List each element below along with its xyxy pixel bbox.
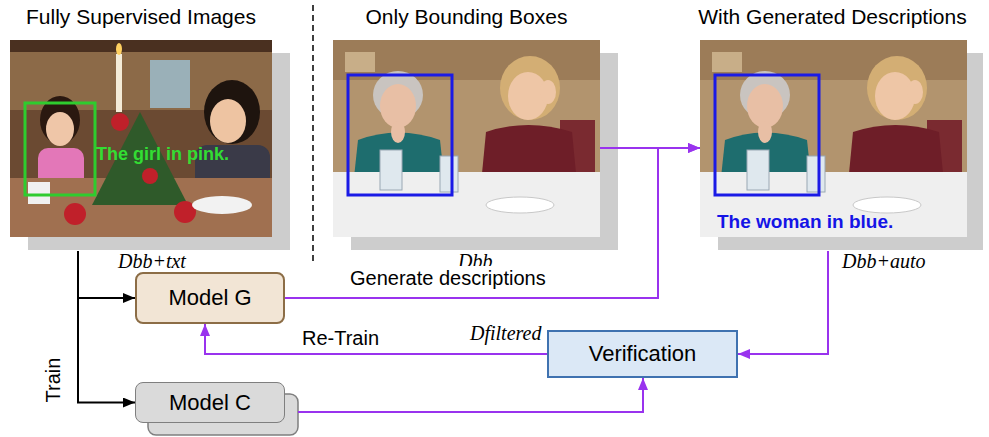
photo-detail <box>116 43 122 55</box>
process-box: Verification <box>547 330 738 378</box>
photo-detail <box>210 99 246 143</box>
image-caption: The woman in blue. <box>717 211 893 233</box>
photo-detail <box>192 196 252 214</box>
photo-detail <box>150 60 190 108</box>
photo-detail <box>111 113 129 131</box>
edge-label: Generate descriptions <box>348 266 548 290</box>
panel-heading: Only Bounding Boxes <box>366 4 568 30</box>
photo-detail <box>700 40 967 237</box>
axis-label: Train <box>41 358 65 403</box>
edge-label: Re-Train <box>300 326 381 350</box>
model-box: Model C <box>135 382 285 423</box>
image-panel: Only Bounding BoxesDbb <box>333 40 600 237</box>
photo-detail <box>204 80 260 144</box>
photo-detail <box>10 40 272 237</box>
dataset-label: Dbb+auto <box>842 250 926 272</box>
panel-heading: Fully Supervised Images <box>26 4 256 30</box>
connector <box>298 378 643 412</box>
photo-detail <box>333 40 600 237</box>
dataset-label: Dbb+txt <box>118 250 186 272</box>
photo-detail <box>10 40 272 52</box>
photo-detail <box>116 54 122 112</box>
photo-detail <box>46 112 74 146</box>
box-label: Model C <box>169 390 251 416</box>
photo-detail <box>142 168 158 184</box>
panel-heading: With Generated Descriptions <box>698 4 966 30</box>
photo <box>10 40 272 237</box>
connector <box>285 148 700 298</box>
box-label: Verification <box>589 341 697 367</box>
image-caption: The girl in pink. <box>96 143 229 165</box>
dataset-label: Dfiltered <box>470 322 541 344</box>
image-panel: With Generated DescriptionsThe woman in … <box>700 40 965 237</box>
bounding-box <box>25 103 95 195</box>
model-box: Model G <box>135 272 285 324</box>
photo-detail <box>28 182 50 204</box>
image-panel: Fully Supervised ImagesThe girl in pink.… <box>10 40 272 237</box>
connector <box>78 251 135 403</box>
divider-line <box>312 5 314 262</box>
connector <box>738 251 828 354</box>
box-label: Model G <box>168 285 251 311</box>
photo-detail <box>64 203 86 225</box>
